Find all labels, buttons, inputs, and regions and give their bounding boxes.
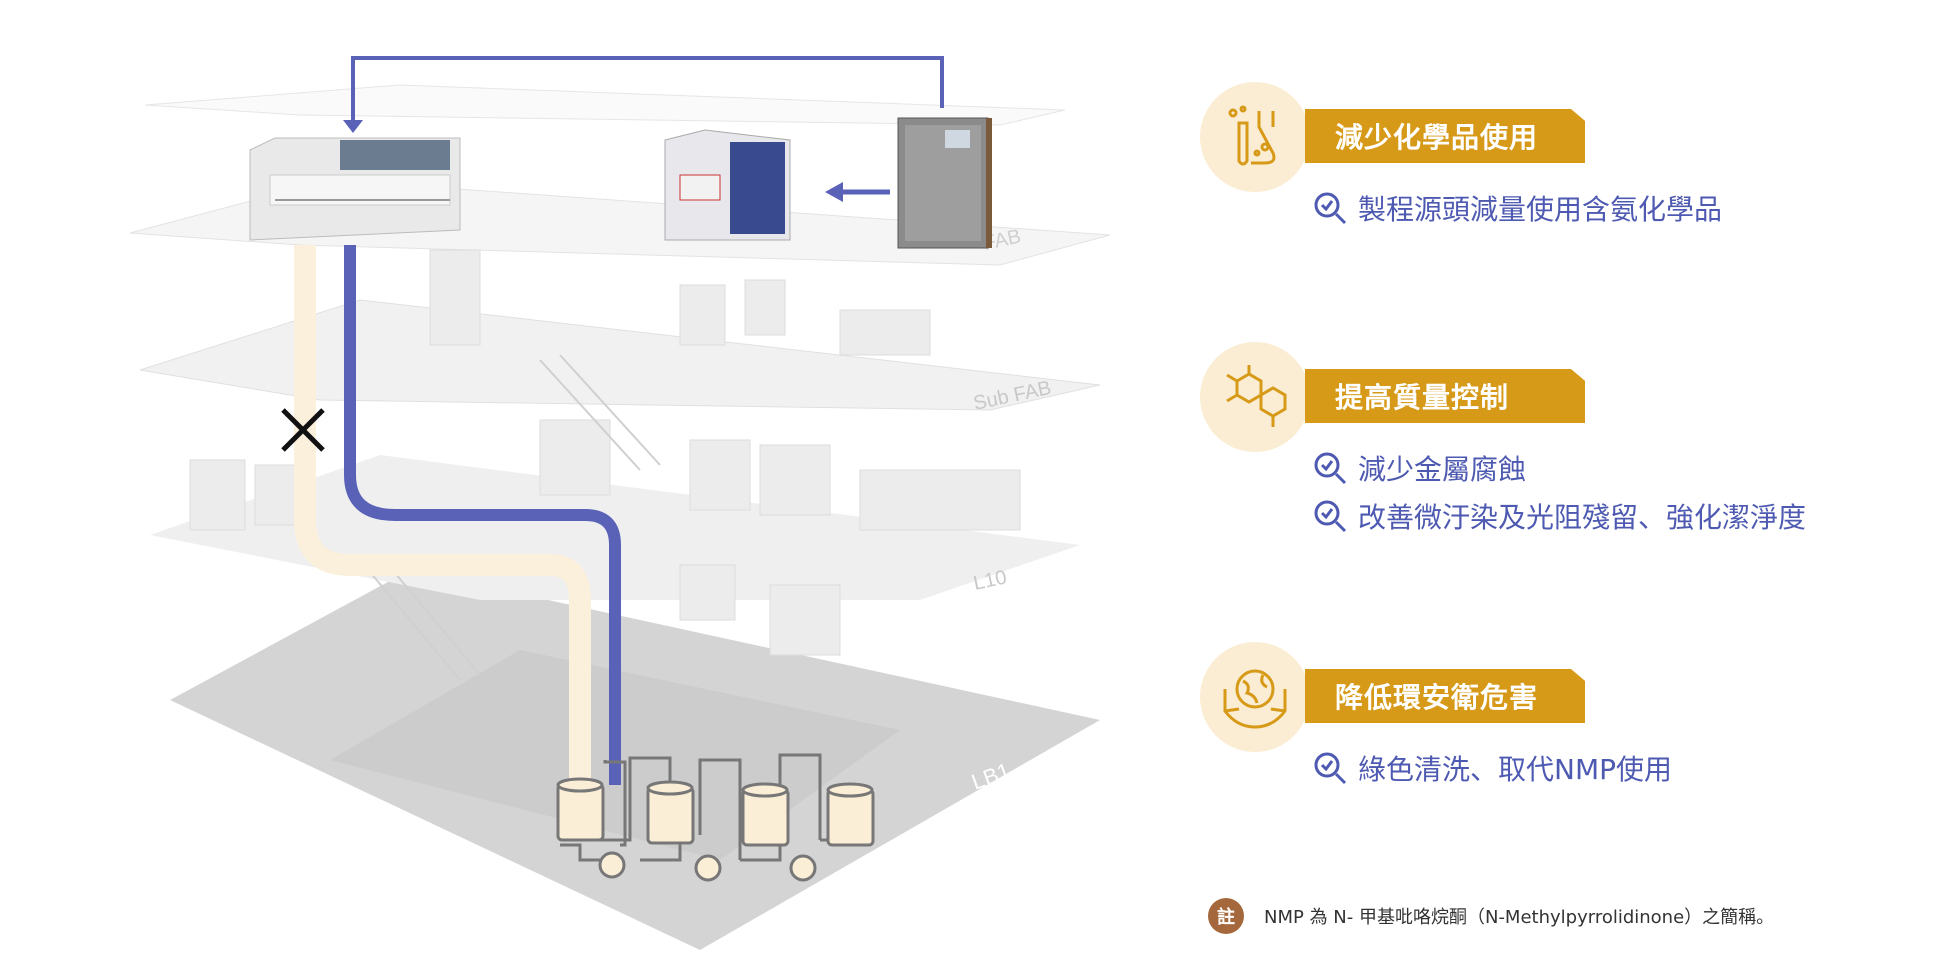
molecule-icon: [1200, 342, 1310, 452]
check-search-icon: [1314, 452, 1347, 485]
benefit-quality-control: 提高質量控制 減少金屬腐蝕 改善微汙染及光阻殘留、強化潔淨度: [1200, 342, 1900, 534]
list-item: 減少金屬腐蝕: [1312, 448, 1526, 488]
chemical-tanks: [556, 753, 875, 882]
background-equipment: [189, 249, 1021, 656]
note-text: NMP 為 N- 甲基吡咯烷酮（N-Methylpyrrolidinone）之簡…: [1264, 907, 1775, 928]
fab-facility-diagram: FAB Sub FAB L10 LB1: [129, 56, 1111, 950]
check-search-icon: [1314, 500, 1347, 533]
benefit-title: 提高質量控制: [1305, 369, 1585, 423]
recycling-unit: [897, 117, 992, 249]
list-item-text: 改善微汙染及光阻殘留、強化潔淨度: [1358, 501, 1807, 534]
list-item-text: 製程源頭減量使用含氨化學品: [1358, 193, 1723, 226]
globe-hands-icon: [1200, 642, 1310, 752]
recycle-line: [344, 245, 621, 785]
blocked-x-icon: [281, 408, 325, 452]
list-item-text: 減少金屬腐蝕: [1358, 453, 1527, 486]
benefit-reduce-hazards: 降低環安衛危害 綠色清洗、取代NMP使用: [1200, 642, 1900, 786]
floor-lb1: [170, 570, 1100, 950]
floor-sub-fab: [139, 299, 1101, 411]
check-search-icon: [1314, 192, 1347, 225]
process-tool: [664, 129, 791, 241]
arrow-down-icon: [343, 120, 363, 133]
ceiling-grid: [144, 84, 1066, 126]
benefit-reduce-chemicals: 減少化學品使用 製程源頭減量使用含氨化學品: [1200, 82, 1900, 226]
footnote: 註 NMP 為 N- 甲基吡咯烷酮（N-Methylpyrrolidinone）…: [1208, 898, 1774, 934]
list-item: 綠色清洗、取代NMP使用: [1312, 748, 1672, 788]
wet-bench-tool: [249, 137, 461, 241]
note-badge: 註: [1208, 898, 1244, 934]
benefit-title: 降低環安衛危害: [1305, 669, 1585, 723]
list-item-text: 綠色清洗、取代NMP使用: [1358, 753, 1672, 786]
list-item: 改善微汙染及光阻殘留、強化潔淨度: [1312, 496, 1806, 536]
recycle-return-line: [351, 56, 944, 122]
waste-line: [294, 245, 591, 785]
benefit-title: 減少化學品使用: [1305, 109, 1585, 163]
check-search-icon: [1314, 752, 1347, 785]
chemical-flask-icon: [1200, 82, 1310, 192]
list-item: 製程源頭減量使用含氨化學品: [1312, 188, 1722, 228]
